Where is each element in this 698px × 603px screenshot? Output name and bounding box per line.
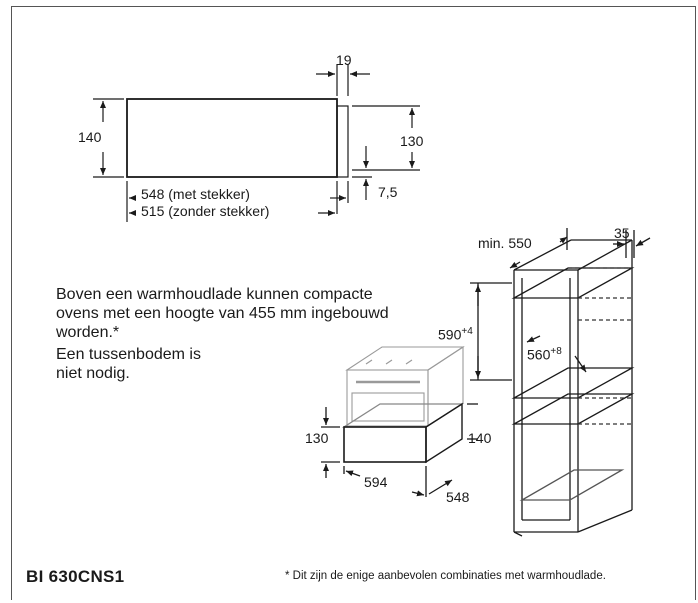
dim-height-140: 140 [78, 129, 102, 145]
dim-niche-height: 590+4 [438, 326, 473, 343]
drawer-front-panel [336, 105, 349, 178]
dim-top-19: 19 [336, 52, 352, 68]
drawer-isometric [321, 402, 478, 497]
dim-drawer-140: 140 [468, 430, 492, 446]
compact-oven-illustration [345, 345, 465, 428]
drawer-body-outline [126, 98, 338, 178]
dim-height-130: 130 [400, 133, 424, 149]
footnote: * Dit zijn de enige aanbevolen combinati… [285, 570, 606, 582]
dim-offset-7-5: 7,5 [378, 184, 398, 200]
drawer-front-view [93, 64, 420, 222]
note-intermediate-shelf: Een tussenbodem is niet nodig. [56, 346, 201, 382]
dim-drawer-130: 130 [305, 430, 329, 446]
installation-note: Boven een warmhoudlade kunnen compacte o… [56, 285, 416, 383]
dim-depth-with-plug: 548 (met stekker) [141, 186, 250, 202]
dim-min-550: min. 550 [478, 235, 532, 251]
dim-depth-without-plug: 515 (zonder stekker) [141, 203, 270, 219]
note-oven-height: Boven een warmhoudlade kunnen compacte o… [56, 286, 389, 341]
dim-35: 35 [614, 225, 630, 241]
diagram-frame [11, 6, 696, 600]
dim-drawer-594: 594 [364, 474, 388, 490]
cabinet-isometric [470, 228, 651, 537]
dim-niche-width: 560+8 [527, 344, 562, 363]
dim-drawer-548: 548 [446, 489, 470, 505]
model-number: BI 630CNS1 [26, 567, 125, 586]
